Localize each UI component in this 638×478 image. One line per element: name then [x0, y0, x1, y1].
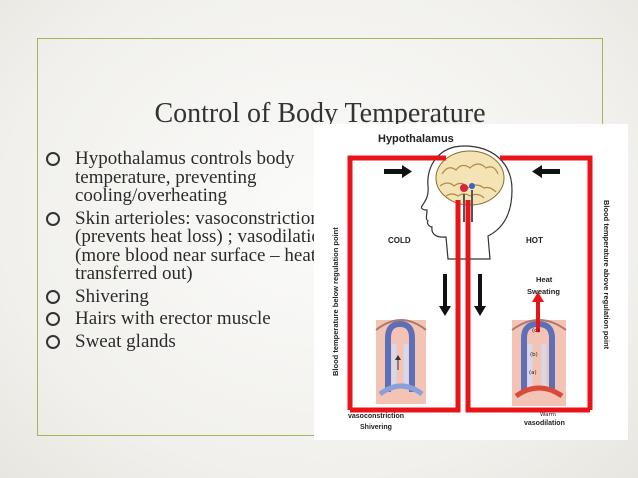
bullet-list: Hypothalamus controls body temperature, … [44, 148, 334, 355]
bullet-circle-icon [46, 289, 60, 304]
skin-cold-illustration [375, 319, 427, 404]
bullet-item: Hairs with erector muscle [44, 308, 334, 329]
bullet-item: Hypothalamus controls body temperature, … [44, 148, 334, 206]
vasodilation-label: vasodilation [524, 420, 565, 427]
thermoregulation-diagram: Hypothalamus COLD [314, 124, 628, 440]
bullet-circle-icon [46, 152, 60, 166]
bullet-item: Skin arterioles: vasoconstriction (preve… [44, 207, 334, 284]
bullet-text: Skin arterioles: vasoconstriction (preve… [75, 207, 334, 284]
marker-c: (c) [532, 328, 539, 334]
skin-hot-illustration: (c) (b) (a) [511, 292, 567, 406]
flow-arrows [384, 165, 560, 316]
sweating-label: Sweating [527, 287, 560, 296]
bullet-text: Shivering [75, 285, 149, 307]
marker-a: (a) [529, 370, 537, 376]
warm-label: Warm [540, 412, 556, 418]
heat-label: Heat [536, 275, 553, 284]
bullet-text: Hairs with erector muscle [75, 308, 271, 329]
cold-label: COLD [388, 236, 411, 245]
bullet-text: Sweat glands [75, 330, 176, 352]
blood-circuit [347, 155, 593, 413]
left-axis-label: Blood temperature below regulation point [331, 227, 340, 376]
bullet-text: Hypothalamus controls body temperature, … [75, 148, 295, 206]
bullet-circle-icon [46, 312, 60, 326]
shivering-label: Shivering [360, 424, 392, 431]
marker-b: (b) [530, 352, 538, 358]
bullet-circle-icon [46, 211, 60, 226]
hypothalamus-label: Hypothalamus [378, 133, 454, 145]
bullet-item: Sweat glands [44, 330, 334, 352]
hot-label: HOT [526, 236, 543, 245]
slide-title: Control of Body Temperature [154, 98, 486, 129]
bullet-item: Shivering [44, 285, 334, 307]
bullet-circle-icon [46, 334, 60, 349]
vasoconstriction-label: vasoconstriction [348, 413, 404, 420]
right-axis-label: Blood temperature above regulation point [602, 200, 611, 350]
diagram-svg: Hypothalamus COLD [331, 133, 611, 431]
